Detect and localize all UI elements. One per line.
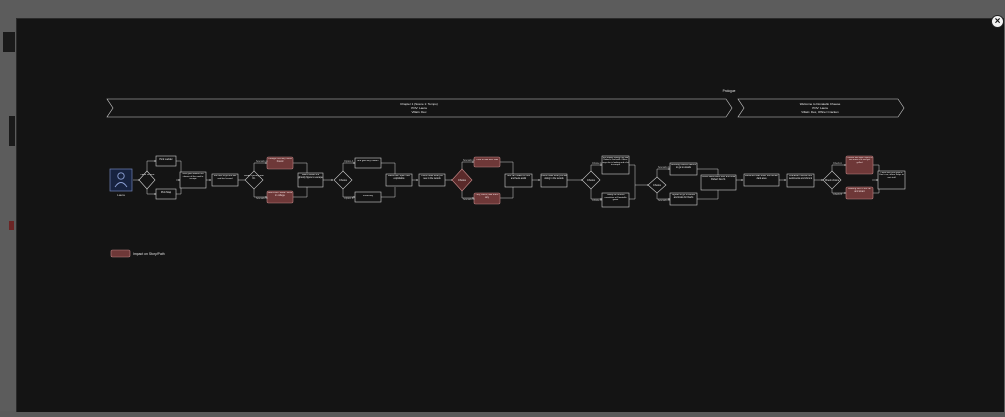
decision-choice-4-label: Choice <box>653 183 662 187</box>
node-kitchen-label: Laura and Max enter the kitchen dark are… <box>745 175 778 180</box>
decision-travel: Travel Choice <box>138 170 156 190</box>
decision-break-label: Break Quickly with Dr. <box>244 175 264 180</box>
node-pick-map: Pick Map <box>155 188 177 200</box>
decision-break: Break Quickly with Dr. <box>244 170 264 190</box>
chapter-1-line-2: POV: Laura <box>411 106 427 110</box>
node-advising: Advising officers nations to go to woods <box>669 162 698 176</box>
chapter-2-line-1: Welcome to Donatello Cheese <box>800 102 841 106</box>
node-pick-map-label: Pick Map <box>160 191 172 194</box>
node-pick-ladder-label: Pick Ladder <box>159 158 173 161</box>
edge-label: Scenario B <box>463 198 475 201</box>
node-gets-key: She gets key inside? <box>354 157 382 169</box>
close-icon: × <box>994 15 1001 27</box>
chapter-banner-2: Welcome to Donatello Cheese POV: Laura V… <box>737 98 905 118</box>
edge-label: Scenario A <box>658 166 670 169</box>
node-ghostly-figure: Laura follows the ghostly figure to esca… <box>297 172 324 188</box>
node-admits: She admits seeing Dex and Robert's Dad w… <box>601 155 630 175</box>
node-stuck-college: Laura can't leave! Stuck in college <box>266 190 294 204</box>
legend-swatch <box>110 249 131 258</box>
chapter-2-line-3: Villain: Dex, Officer Cracken <box>801 110 839 114</box>
node-cheese-back: Cheese into Max's back to see more of it… <box>845 155 874 175</box>
decision-travel-label: Travel Choice <box>139 174 155 176</box>
decision-choice-2-label: Choice <box>458 178 467 182</box>
edge-labels: Scenario A Scenario B Option A Option B … <box>256 159 842 202</box>
decision-check: Check choice <box>822 170 842 190</box>
chapter-1-line-3: Villain: Dex <box>412 110 427 114</box>
legend-label: Impact on Story/Path <box>133 252 165 256</box>
decision-choice-1: Choice <box>333 170 353 190</box>
edge-label: Scenario A <box>463 159 475 162</box>
node-gets-gear: Gets gear different for chance of the ro… <box>179 171 207 189</box>
node-dex-car: Laura and Dex grab at Dex's car, officer… <box>877 170 906 190</box>
node-tries-box-label: She tries to get the box and feel scared <box>213 175 237 180</box>
edge-label: Option B <box>344 197 354 200</box>
node-pick-ladder: Pick Ladder <box>155 155 177 167</box>
node-ask-kevin: Hey, Kevin, ask them any <box>473 192 501 205</box>
decision-choice-4: Choice <box>647 176 667 194</box>
edge-label: Check B <box>833 193 842 196</box>
node-cant-leave: She can't leave in time and feels awful <box>504 173 533 188</box>
node-tries-box: She tries to get the box and feel scared <box>211 173 239 187</box>
node-exploitable-label: Laura can't open then exploitable <box>387 175 411 180</box>
decision-check-label: Check choice <box>825 179 840 182</box>
node-conviction: Taking an unusual conviction at Donatell… <box>601 192 630 208</box>
node-admits-label: She admits seeing Dex and Robert's Dad w… <box>602 157 629 167</box>
legend: Impact on Story/Path <box>110 249 165 258</box>
node-ghostly-figure-label: Laura follows the ghostly figure to esca… <box>298 174 323 179</box>
edge-label: Choice B <box>592 199 602 202</box>
edge-label: Scenario B <box>256 197 268 200</box>
edge-label: Choice A <box>592 162 602 165</box>
node-gets-gear-label: Gets gear different for chance of the ro… <box>182 173 204 180</box>
person-icon <box>114 172 128 188</box>
prologue-label: Prologue <box>723 89 736 93</box>
decision-choice-3: Choice <box>581 170 601 190</box>
background-accent <box>9 221 14 230</box>
node-sentiments: Character inherits their sentiments and … <box>786 173 815 188</box>
edge-label: Check A <box>833 162 842 165</box>
node-dads-stuff: Officer asks Dad's stuff and what Robert… <box>700 174 737 191</box>
background-logo-fragment <box>3 32 15 52</box>
node-cant-leave-label: She can't leave in time and feels awful <box>506 175 531 180</box>
node-leaving-dex: Leaving Dex in the car and smart <box>845 186 874 200</box>
start-node-label: Laura <box>117 193 125 197</box>
node-dads-stuff-label: Officer asks Dad's stuff and what Robert… <box>701 176 736 181</box>
chapter-1-line-1: Chapter 1 (Scene 1: Tempo) <box>400 102 438 106</box>
node-talk-dad: Tries to talk with Dad <box>473 156 501 168</box>
node-stuck-college-label: Laura can't leave! Stuck in college <box>267 192 293 197</box>
close-button[interactable]: × <box>991 15 1004 28</box>
node-infirmary-label: College Infirmary mess Found <box>268 158 292 163</box>
node-sentiments-label: Character inherits their sentiments and … <box>788 175 813 180</box>
decision-choice-1-label: Choice <box>339 178 348 182</box>
decision-choice-3-label: Choice <box>587 178 596 182</box>
edge-label: Scenario A <box>256 160 268 163</box>
node-talk-dad-label: Tries to talk with Dad <box>475 159 499 161</box>
node-officer-woods: Officer asks what you see in the woods <box>418 173 446 187</box>
diagram-modal: Prologue Chapter 1 (Scene 1: Tempo) POV:… <box>16 18 1004 412</box>
chapter-banner-1: Chapter 1 (Scene 1: Tempo) POV: Laura Vi… <box>106 98 733 118</box>
node-officer-doing: Officer asks what you are doing in the w… <box>540 173 568 188</box>
node-advising-label: Advising officers nations to go to woods <box>671 164 696 169</box>
node-ask-kevin-label: Hey, Kevin, ask them any <box>475 194 499 199</box>
node-leaving-dex-label: Leaving Dex in the car and smart <box>848 188 871 193</box>
node-dex-car-label: Laura and Dex grab at Dex's car, officer… <box>879 172 904 179</box>
node-kitchen: Laura and Max enter the kitchen dark are… <box>743 173 780 187</box>
node-agrees-woods-label: Agrees to go to woods and looks for Dad'… <box>672 194 695 199</box>
node-cheese-back-label: Cheese into Max's back to see more of it… <box>846 157 873 164</box>
chapter-2-line-2: POV: Laura <box>812 106 828 110</box>
node-finds-key: Finds key <box>354 191 382 203</box>
node-agrees-woods: Agrees to go to woods and looks for Dad'… <box>669 192 698 206</box>
node-finds-key-label: Finds key <box>362 195 374 197</box>
edge-label: Scenario B <box>658 199 670 202</box>
background-heading-fragment <box>9 116 15 146</box>
node-officer-doing-label: Officer asks what you are doing in the w… <box>541 175 567 180</box>
node-conviction-label: Taking an unusual conviction at Donatell… <box>604 194 627 201</box>
node-exploitable: Laura can't open then exploitable <box>385 173 413 187</box>
edge-label: Option A <box>344 160 354 163</box>
decision-choice-2: Choice <box>451 168 473 192</box>
story-flow-diagram: Prologue Chapter 1 (Scene 1: Tempo) POV:… <box>106 89 906 258</box>
start-node: Laura <box>109 168 133 197</box>
node-officer-woods-label: Officer asks what you see in the woods <box>421 175 443 180</box>
node-infirmary: College Infirmary mess Found <box>266 156 294 170</box>
node-gets-key-label: She gets key inside? <box>356 160 380 162</box>
